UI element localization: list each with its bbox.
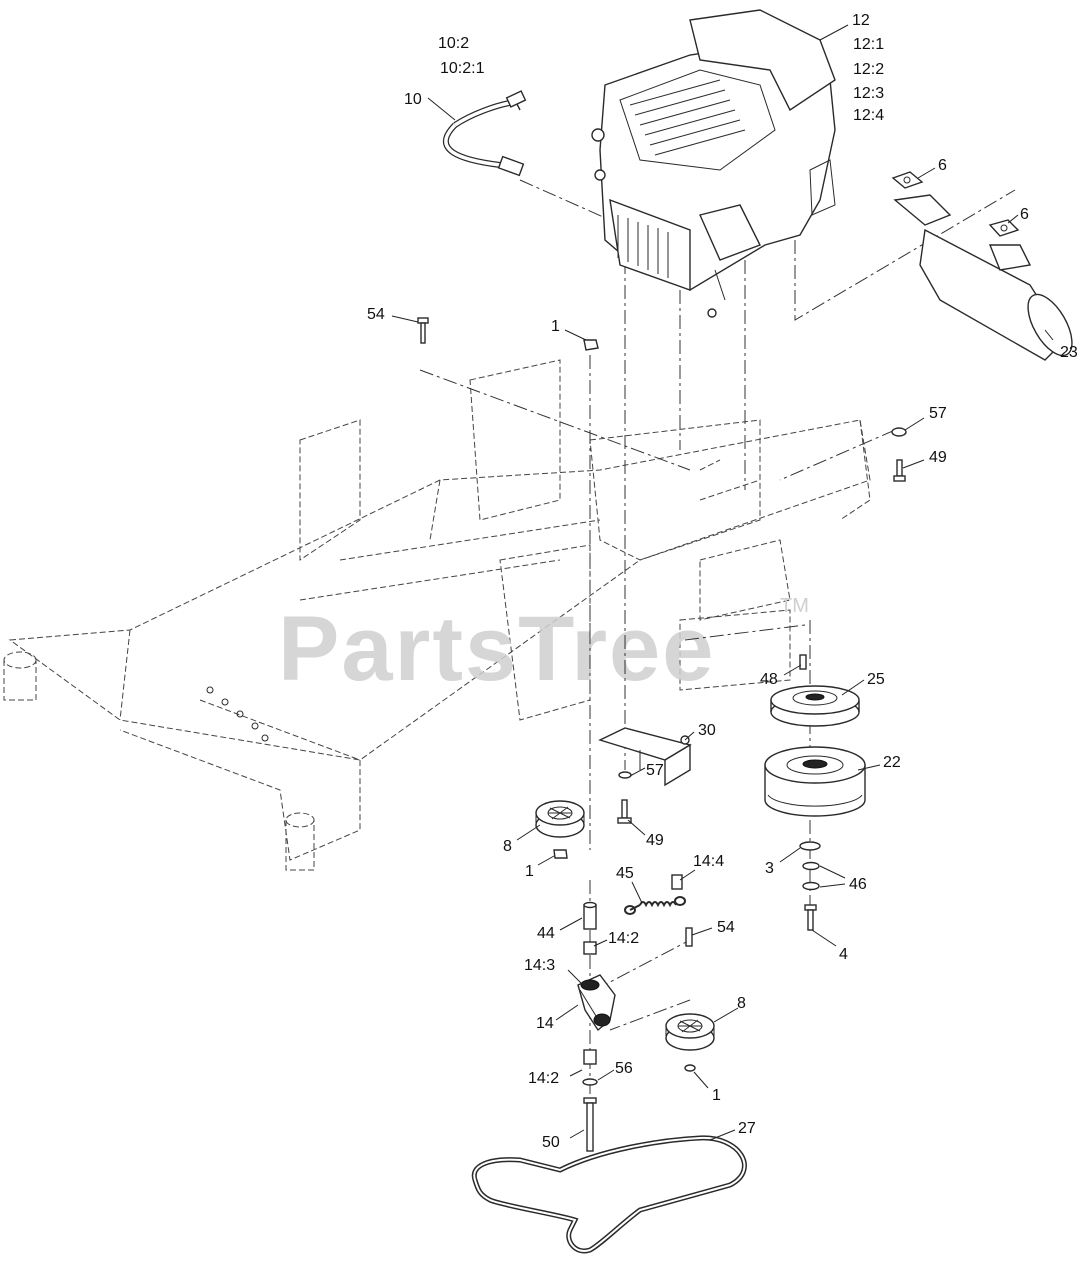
key-48 bbox=[799, 654, 807, 670]
washers-46 bbox=[802, 861, 820, 891]
label-14-4: 14:4 bbox=[693, 853, 724, 870]
label-12-2: 12:2 bbox=[853, 61, 884, 78]
label-57-upper: 57 bbox=[929, 405, 947, 422]
bolt-54-upper bbox=[417, 317, 429, 344]
bushing-44 bbox=[583, 901, 597, 930]
label-50: 50 bbox=[542, 1134, 560, 1151]
label-54-lower: 54 bbox=[717, 919, 735, 936]
label-1-upper: 1 bbox=[551, 318, 560, 335]
pulley-25 bbox=[770, 685, 860, 727]
idler-pulley-8-lower bbox=[665, 1013, 715, 1072]
label-14-2-upper: 14:2 bbox=[608, 930, 639, 947]
part-labels: 10:2 10:2:1 10 12 12:1 12:2 12:3 12:4 6 … bbox=[367, 12, 1078, 1151]
label-14: 14 bbox=[536, 1015, 554, 1032]
bolt-49-upper bbox=[893, 459, 906, 482]
washer-57-upper bbox=[891, 427, 907, 437]
label-57-lower: 57 bbox=[646, 762, 664, 779]
label-10-2-1: 10:2:1 bbox=[440, 60, 485, 77]
bracket-30 bbox=[598, 727, 692, 824]
pin-54-lower bbox=[685, 927, 693, 947]
label-14-2-lower: 14:2 bbox=[528, 1070, 559, 1087]
label-12-1: 12:1 bbox=[853, 36, 884, 53]
label-25: 25 bbox=[867, 671, 885, 688]
bushing-14-2-upper bbox=[583, 941, 597, 955]
leader-lines bbox=[391, 24, 1054, 1141]
gasket-6-upper bbox=[891, 171, 924, 189]
washer-56 bbox=[582, 1078, 598, 1086]
label-6-upper: 6 bbox=[938, 157, 947, 174]
label-45: 45 bbox=[616, 865, 634, 882]
label-12-3: 12:3 bbox=[853, 85, 884, 102]
label-49-upper: 49 bbox=[929, 449, 947, 466]
muffler-23 bbox=[893, 194, 1073, 361]
chassis-frame bbox=[3, 359, 871, 871]
label-1-lower: 1 bbox=[712, 1087, 721, 1104]
label-30: 30 bbox=[698, 722, 716, 739]
clutch-22 bbox=[764, 746, 866, 817]
label-56: 56 bbox=[615, 1060, 633, 1077]
label-8-upper: 8 bbox=[503, 838, 512, 855]
label-12-4: 12:4 bbox=[853, 107, 884, 124]
idler-arm-14 bbox=[577, 974, 616, 1032]
label-10: 10 bbox=[404, 91, 422, 108]
engine-12 bbox=[591, 9, 836, 318]
stud-14-4 bbox=[671, 874, 683, 890]
label-46: 46 bbox=[849, 876, 867, 893]
label-8-lower: 8 bbox=[737, 995, 746, 1012]
bolt-4 bbox=[804, 904, 817, 931]
idler-pulley-8-upper bbox=[535, 800, 585, 859]
label-6-lower: 6 bbox=[1020, 206, 1029, 223]
label-3: 3 bbox=[765, 860, 774, 877]
hose-10 bbox=[442, 90, 527, 177]
spring-45 bbox=[624, 896, 686, 915]
gasket-6-lower bbox=[988, 219, 1020, 237]
label-12: 12 bbox=[852, 12, 870, 29]
label-27: 27 bbox=[738, 1120, 756, 1137]
belt-27 bbox=[471, 1135, 747, 1254]
nut-1-upper bbox=[583, 339, 599, 351]
label-23: 23 bbox=[1060, 344, 1078, 361]
bushing-14-2-lower bbox=[583, 1049, 597, 1065]
label-10-2: 10:2 bbox=[438, 35, 469, 52]
washer-3 bbox=[799, 841, 821, 851]
label-44: 44 bbox=[537, 925, 555, 942]
watermark-tm: TM bbox=[780, 595, 809, 617]
watermark-brand: PartsTree bbox=[278, 598, 715, 700]
label-22: 22 bbox=[883, 754, 901, 771]
label-1-middle: 1 bbox=[525, 863, 534, 880]
label-14-3: 14:3 bbox=[524, 957, 555, 974]
label-49-lower: 49 bbox=[646, 832, 664, 849]
bolt-50 bbox=[583, 1097, 597, 1152]
label-4: 4 bbox=[839, 946, 848, 963]
label-54-upper: 54 bbox=[367, 306, 385, 323]
label-48: 48 bbox=[760, 671, 778, 688]
